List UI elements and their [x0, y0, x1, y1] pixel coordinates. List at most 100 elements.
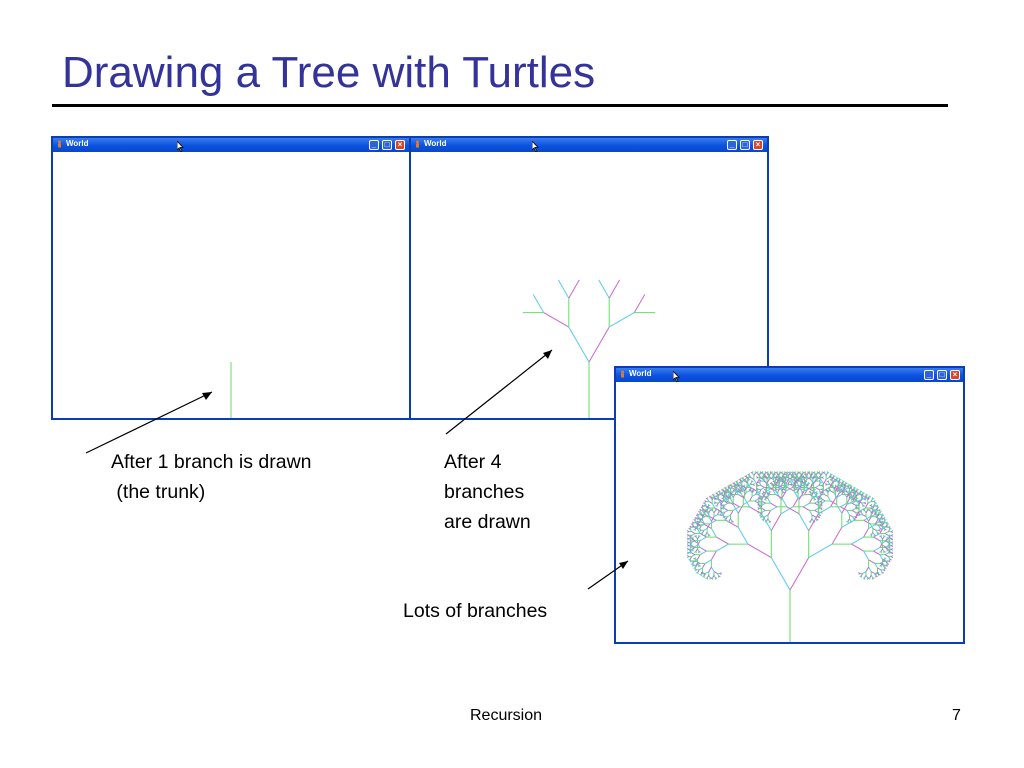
branch-line	[701, 514, 705, 518]
branch-line	[735, 488, 738, 492]
window-titlebar[interactable]: World _ □ ×	[53, 138, 409, 152]
branch-line	[710, 550, 717, 561]
close-icon[interactable]: ×	[395, 140, 405, 150]
branch-line	[817, 501, 820, 504]
branch-line	[704, 559, 712, 564]
maximize-icon[interactable]: □	[937, 370, 947, 380]
branch-line	[758, 514, 762, 517]
branch-line	[879, 561, 884, 564]
branch-line	[883, 569, 886, 572]
branch-line	[862, 495, 865, 498]
branch-line	[758, 506, 762, 509]
branch-line	[871, 531, 874, 535]
branch-line	[763, 498, 767, 501]
branch-line	[713, 514, 718, 518]
branch-line	[867, 497, 870, 500]
branch-line	[887, 556, 891, 560]
branch-line	[814, 509, 819, 513]
branch-line	[691, 554, 696, 558]
branch-line	[721, 514, 724, 517]
branch-line	[865, 566, 870, 572]
branch-line	[719, 491, 722, 495]
branch-line	[711, 503, 716, 509]
branch-line	[713, 497, 717, 500]
close-icon[interactable]: ×	[950, 370, 960, 380]
branch-line	[756, 479, 760, 485]
branch-line	[852, 516, 855, 520]
branch-line	[890, 552, 894, 555]
branch-line	[873, 504, 877, 507]
branch-line	[695, 562, 698, 566]
branch-line	[843, 486, 846, 490]
branch-line	[854, 512, 858, 515]
branch-line	[741, 485, 746, 488]
branch-line	[820, 508, 823, 510]
branch-line	[729, 492, 734, 495]
maximize-icon[interactable]: □	[382, 140, 392, 150]
branch-line	[863, 550, 870, 561]
branch-line	[688, 537, 691, 540]
branch-line	[716, 496, 719, 500]
branch-line	[764, 520, 767, 523]
window-titlebar[interactable]: World _ □ ×	[616, 368, 963, 382]
branch-line	[763, 480, 768, 484]
branch-line	[688, 558, 691, 561]
branch-line	[817, 516, 820, 519]
branch-line	[761, 508, 766, 511]
branch-line	[868, 559, 876, 564]
branch-line	[873, 550, 881, 556]
branch-line	[808, 498, 813, 504]
branch-line	[753, 473, 756, 476]
branch-line	[820, 479, 824, 485]
branch-line	[860, 512, 864, 516]
turtle-app-icon	[58, 140, 61, 148]
branch-line	[853, 511, 860, 521]
branch-line	[846, 520, 849, 523]
branch-line	[847, 518, 850, 522]
minimize-icon[interactable]: _	[924, 370, 934, 380]
branch-line	[808, 513, 819, 531]
branch-line	[753, 479, 757, 485]
mouse-pointer-icon	[177, 141, 184, 152]
branch-line	[815, 487, 820, 490]
branch-line	[757, 491, 761, 494]
branch-line	[696, 513, 699, 516]
branch-line	[752, 484, 755, 486]
branch-line	[878, 529, 881, 532]
maximize-icon[interactable]: □	[740, 140, 750, 150]
branch-line	[750, 487, 757, 492]
branch-line	[886, 523, 890, 526]
branch-line	[808, 482, 811, 485]
branch-line	[886, 537, 890, 540]
window-titlebar[interactable]: World _ □ ×	[411, 138, 767, 152]
branch-line	[760, 498, 763, 502]
branch-line	[777, 479, 780, 482]
branch-line	[756, 476, 759, 478]
branch-line	[872, 527, 877, 531]
minimize-icon[interactable]: _	[727, 140, 737, 150]
branch-line	[744, 480, 748, 484]
branch-line	[865, 510, 868, 514]
branch-line	[862, 514, 867, 518]
branch-line	[796, 474, 799, 478]
branch-line	[833, 486, 836, 490]
close-icon[interactable]: ×	[753, 140, 763, 150]
branch-line	[882, 540, 887, 544]
branch-line	[706, 523, 711, 529]
branch-line	[732, 506, 740, 511]
branch-line	[812, 476, 816, 478]
branch-line	[720, 510, 723, 513]
branch-line	[802, 476, 806, 478]
branch-line	[722, 495, 725, 498]
minimize-icon[interactable]: _	[369, 140, 379, 150]
branch-line	[731, 491, 734, 494]
branch-line	[781, 497, 788, 508]
branch-line	[890, 531, 894, 534]
branch-line	[704, 500, 707, 503]
branch-line	[812, 479, 817, 485]
branch-line	[872, 509, 875, 511]
branch-line	[882, 522, 885, 526]
branch-line	[700, 571, 703, 575]
branch-line	[633, 294, 646, 313]
branch-line	[814, 502, 819, 506]
